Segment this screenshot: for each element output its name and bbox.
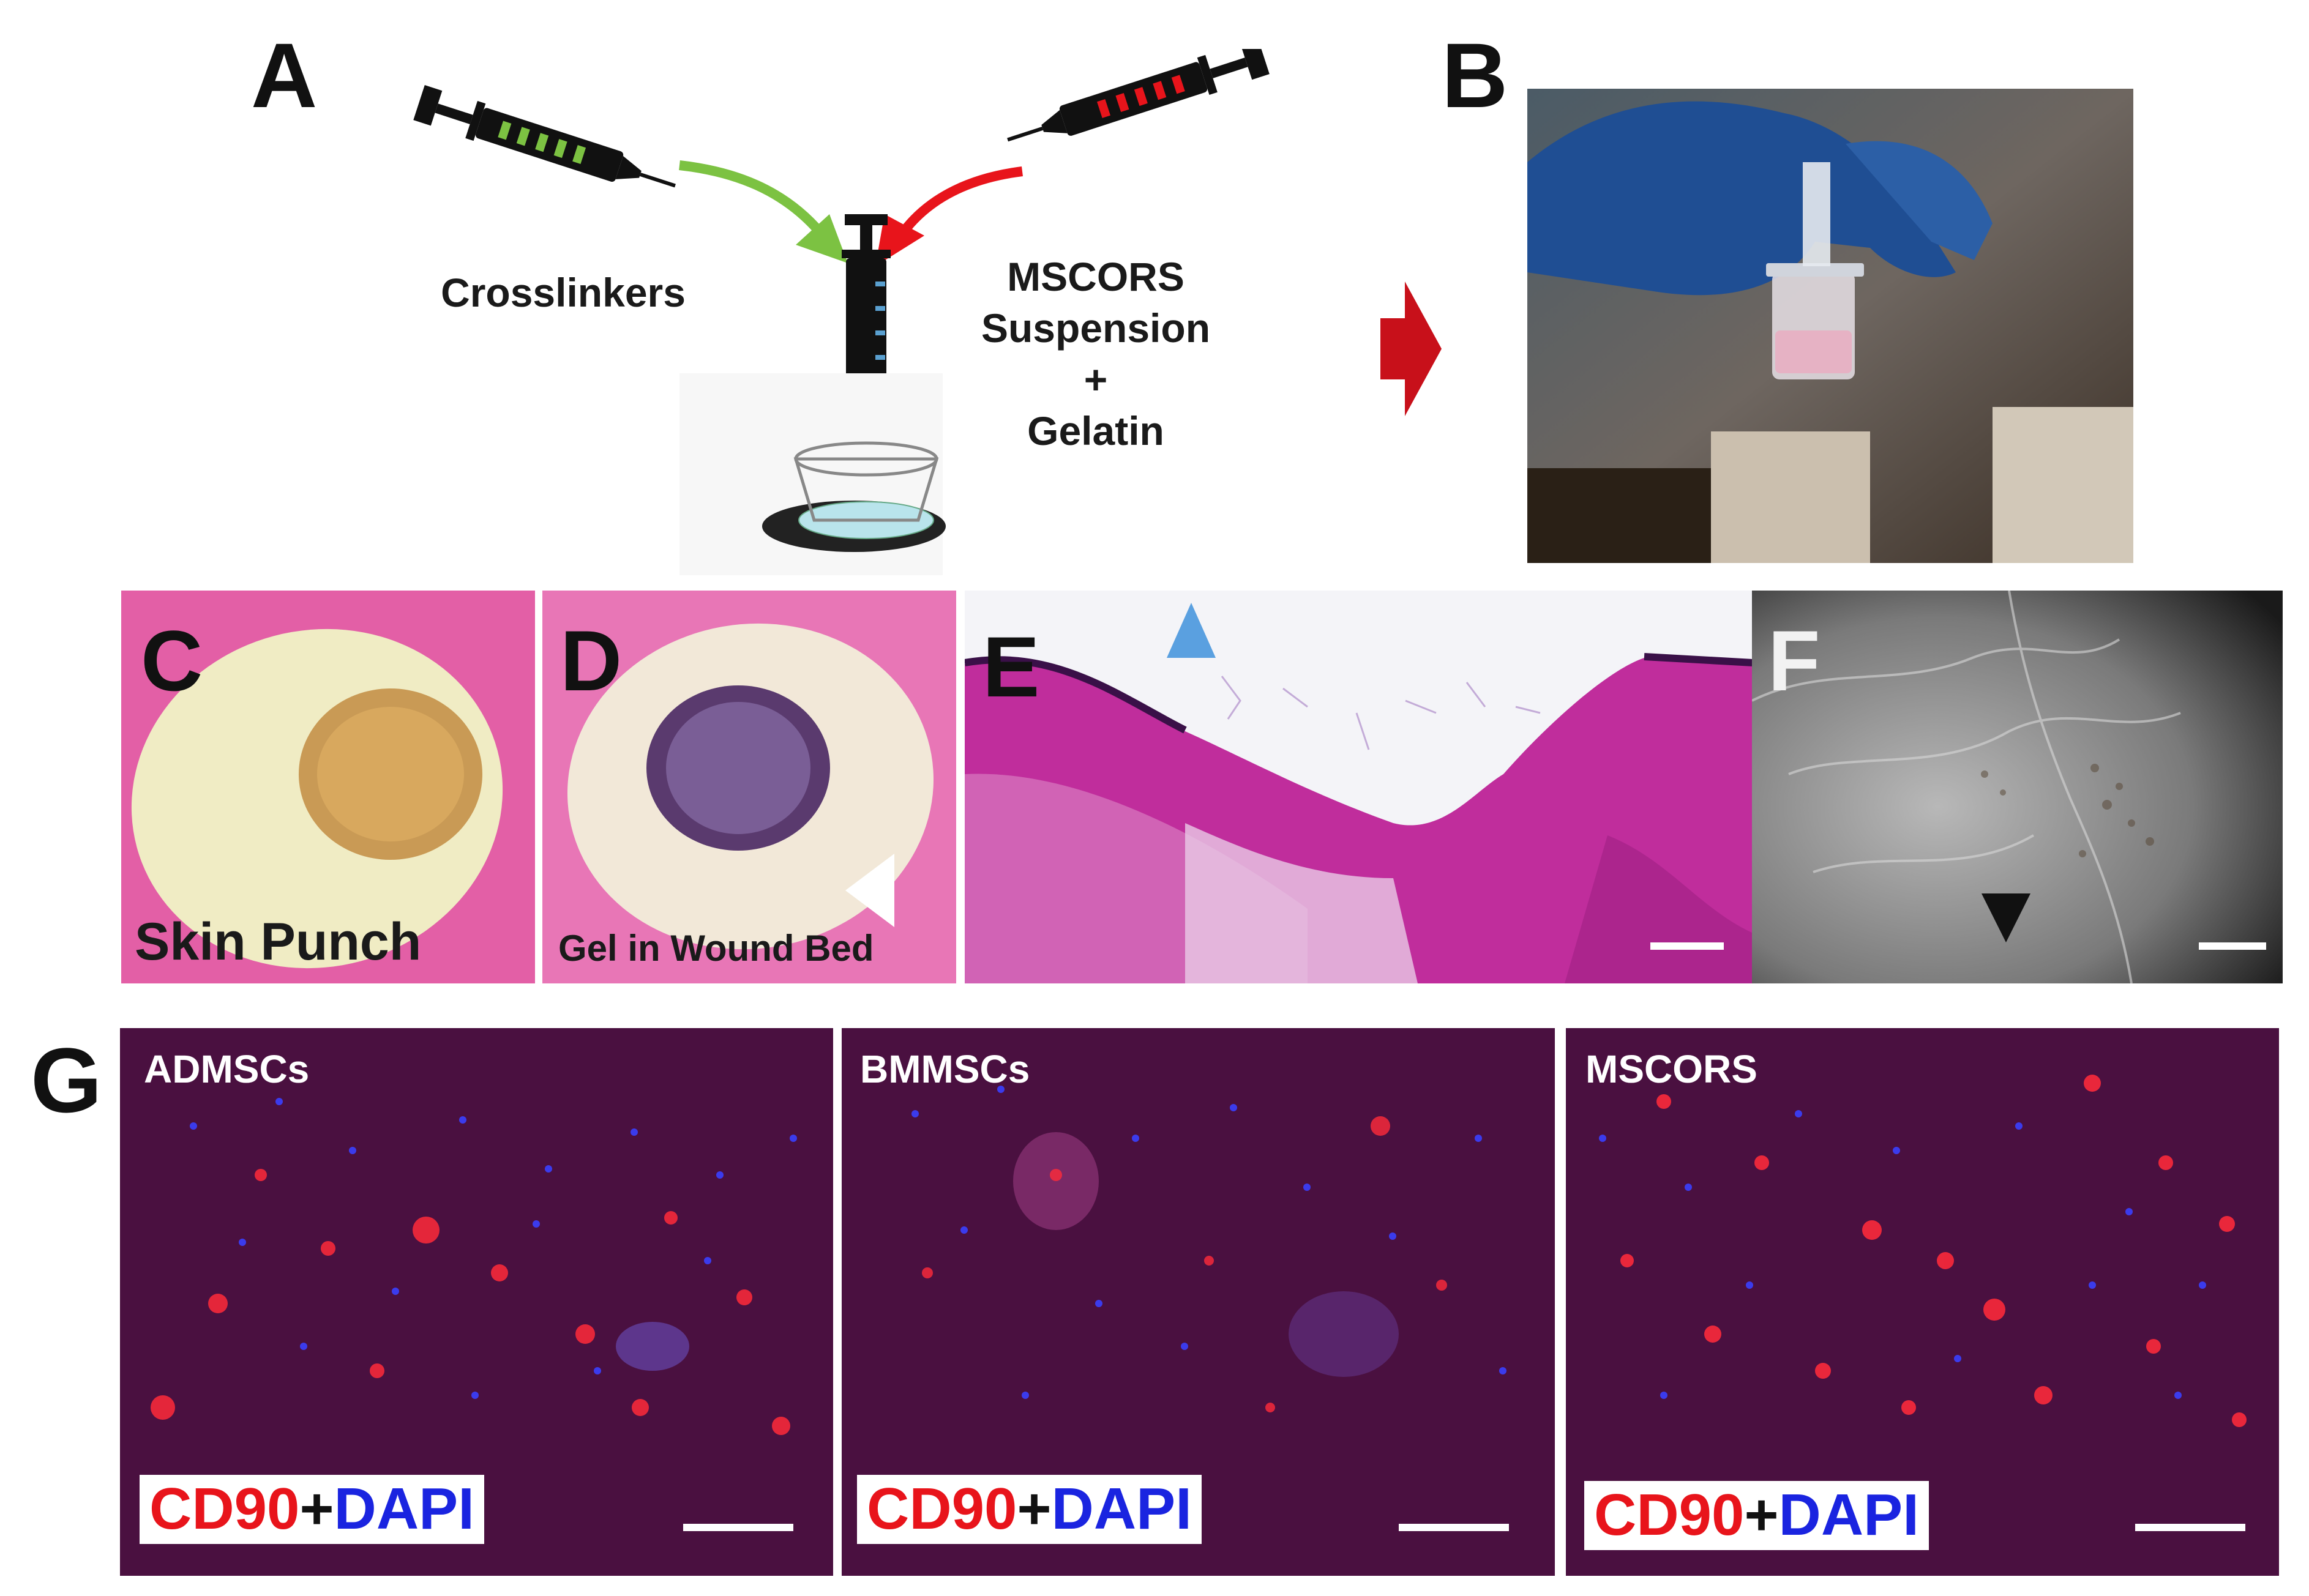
panel-letter-e: E <box>982 619 1040 715</box>
stain-cd90: CD90 <box>149 1476 300 1542</box>
green-arrowhead <box>796 214 848 263</box>
syringe-icon <box>1007 49 1270 142</box>
gel-mold <box>679 373 946 575</box>
stain-cd90: CD90 <box>1594 1482 1745 1548</box>
scale-bar <box>2135 1524 2245 1531</box>
stain-legend: CD90+DAPI <box>1584 1481 1929 1550</box>
skin-punch-caption: Skin Punch <box>135 912 422 971</box>
panel-c-photo <box>121 591 535 983</box>
stain-legend: CD90+DAPI <box>857 1475 1202 1544</box>
panel-f-micrograph <box>1752 591 2283 983</box>
arrow-right-icon <box>1380 282 1442 416</box>
panel-a-schematic <box>413 49 1270 575</box>
panel-e-micrograph <box>965 591 1753 983</box>
panel-letter-f: F <box>1768 613 1821 709</box>
stain-plus: + <box>299 1476 334 1542</box>
stain-dapi: DAPI <box>1778 1482 1919 1548</box>
scale-bar <box>683 1524 793 1531</box>
panel-letter-b: B <box>1442 24 1508 127</box>
panel-letter-c: C <box>141 613 203 709</box>
panel-letter-g: G <box>31 1029 102 1132</box>
suspension-line: Gelatin <box>1027 408 1164 453</box>
panel-letter-d: D <box>560 613 623 709</box>
stain-plus: + <box>1744 1482 1779 1548</box>
gel-in-wound-bed-caption: Gel in Wound Bed <box>558 928 874 969</box>
stain-cd90: CD90 <box>867 1476 1017 1542</box>
suspension-line: Suspension <box>981 305 1211 351</box>
panel-d-photo <box>542 591 956 983</box>
stain-plus: + <box>1017 1476 1052 1542</box>
scale-bar <box>1650 942 1724 950</box>
crosslinkers-label: Crosslinkers <box>441 270 686 315</box>
arrowhead-marker-icon <box>1982 893 2030 942</box>
suspension-line: MSCORS <box>1007 254 1184 299</box>
red-tube <box>899 166 1023 236</box>
suspension-line: + <box>1083 357 1108 402</box>
panel-b-photo <box>1527 89 2133 563</box>
stain-legend: CD90+DAPI <box>140 1475 484 1544</box>
arrowhead-marker-icon <box>845 854 894 927</box>
green-tube <box>679 160 825 236</box>
suspension-label: MSCORS Suspension + Gelatin <box>955 251 1237 457</box>
subpanel-title-mscors: MSCORS <box>1585 1047 1757 1091</box>
syringe-icon <box>413 85 676 188</box>
scale-bar <box>2199 942 2266 950</box>
subpanel-title-bmmscs: BMMSCs <box>860 1047 1030 1091</box>
panel-letter-a: A <box>251 24 318 127</box>
stain-dapi: DAPI <box>334 1476 474 1542</box>
arrowhead-marker-icon <box>1167 603 1216 658</box>
stain-dapi: DAPI <box>1051 1476 1192 1542</box>
subpanel-title-admscs: ADMSCs <box>144 1047 310 1091</box>
scale-bar <box>1399 1524 1509 1531</box>
